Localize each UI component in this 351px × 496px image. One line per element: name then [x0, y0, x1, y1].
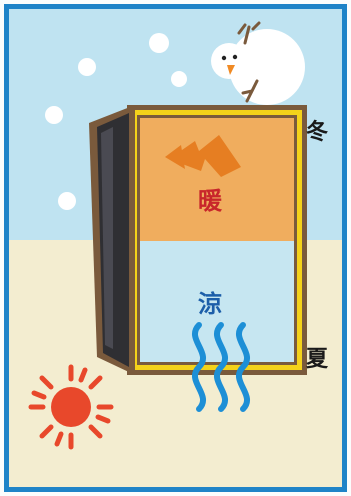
snowman-icon — [211, 23, 305, 105]
illustration — [9, 9, 347, 492]
warm-label: 暖 — [198, 189, 222, 213]
sun-icon — [31, 367, 111, 447]
warm-panel — [140, 118, 294, 241]
winter-label: 冬 — [306, 121, 328, 143]
cool-label: 涼 — [198, 292, 222, 316]
seasonal-window-card: 冬 夏 暖 涼 — [4, 4, 347, 492]
open-sash — [89, 105, 135, 375]
summer-label: 夏 — [306, 348, 328, 370]
